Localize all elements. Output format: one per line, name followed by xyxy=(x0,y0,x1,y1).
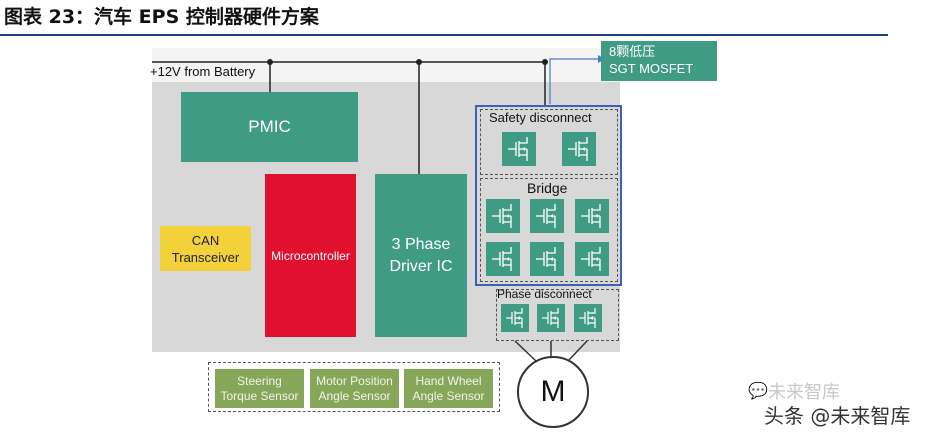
driver-label-line1: 3 Phase xyxy=(391,235,451,253)
hand-wheel-sensor: Hand Wheel Angle Sensor xyxy=(404,369,493,408)
pmic-block: PMIC xyxy=(181,92,358,162)
chat-bubble-icon: 💬 xyxy=(748,381,768,400)
mosfet-note-line2: SGT MOSFET xyxy=(609,61,694,76)
power-switch-frame xyxy=(475,105,622,286)
mosfet-icon xyxy=(574,304,602,332)
mosfet-icon xyxy=(486,199,520,233)
watermark-credit: 头条 @未来智库 xyxy=(764,404,911,428)
mosfet-icon xyxy=(575,242,609,276)
safety-disconnect-label: Safety disconnect xyxy=(489,110,592,125)
mosfet-icon xyxy=(501,304,529,332)
motor-symbol: M xyxy=(517,356,589,428)
phase-disconnect-group xyxy=(496,289,619,341)
safety-disconnect-group xyxy=(480,109,618,175)
mosfet-icon xyxy=(502,132,536,166)
sensor-label-line1: Hand Wheel xyxy=(415,373,482,388)
mosfet-icon xyxy=(530,242,564,276)
figure-title: 图表 23：汽车 EPS 控制器硬件方案 xyxy=(4,6,319,28)
microcontroller-block: Microcontroller xyxy=(265,174,356,337)
can-label-line1: CAN xyxy=(191,232,220,248)
driver-ic-block: 3 Phase Driver IC xyxy=(375,174,467,337)
phase-disconnect-label: Phase disconnect xyxy=(497,287,592,301)
motor-position-sensor: Motor Position Angle Sensor xyxy=(310,369,399,408)
mosfet-icon xyxy=(575,199,609,233)
sensor-group xyxy=(208,362,500,412)
sensor-label-line1: Motor Position xyxy=(316,373,393,388)
title-divider xyxy=(0,34,888,36)
bridge-label: Bridge xyxy=(527,180,568,196)
mosfet-icon xyxy=(486,242,520,276)
steering-torque-sensor: Steering Torque Sensor xyxy=(215,369,304,408)
bridge-group xyxy=(480,178,618,282)
can-label-line2: Transceiver xyxy=(171,249,240,265)
sensor-label-line2: Torque Sensor xyxy=(220,388,299,403)
sensor-label-line2: Angle Sensor xyxy=(412,388,485,403)
mosfet-icon xyxy=(562,132,596,166)
watermark-brand: 未来智库 xyxy=(768,382,840,403)
supply-rail-area xyxy=(152,48,620,82)
supply-label: +12V from Battery xyxy=(150,64,256,79)
sensor-label-line1: Steering xyxy=(237,373,282,388)
sensor-label-line2: Angle Sensor xyxy=(318,388,391,403)
mosfet-icon xyxy=(530,199,564,233)
mosfet-note-box: 8颗低压 SGT MOSFET xyxy=(601,41,717,81)
mosfet-icon xyxy=(537,304,565,332)
can-transceiver-block: CAN Transceiver xyxy=(160,226,251,271)
driver-label-line2: Driver IC xyxy=(389,257,453,275)
mosfet-note-line1: 8颗低压 xyxy=(609,44,656,59)
